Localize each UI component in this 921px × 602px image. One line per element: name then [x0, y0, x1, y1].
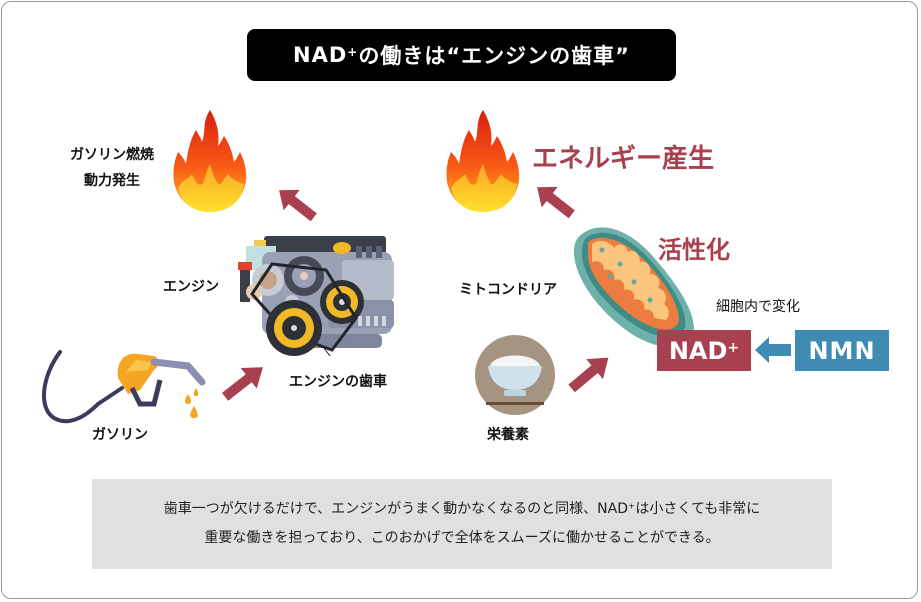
nmn-box: NMN — [795, 330, 889, 371]
fuel-nozzle-icon — [42, 350, 206, 424]
flame-icon — [173, 110, 247, 212]
note-line-1: 歯車一つが欠けるだけで、エンジンがうまく動かなくなるのと同様、NAD⁺は小さくて… — [163, 501, 761, 517]
note-line-2: 重要な働きを担っており、このおかげで全体をスムーズに働かせることができる。 — [204, 530, 720, 546]
energy-production-label: エネルギー産生 — [532, 144, 715, 174]
flame-icon — [446, 110, 520, 212]
title-suffix: の働きは“エンジンの歯車” — [358, 44, 630, 68]
arrow-engine-to-flame-icon — [279, 189, 317, 222]
nad-box: NAD+ — [657, 330, 751, 371]
gasoline-label: ガソリン — [92, 427, 148, 443]
nad-text: NAD — [668, 336, 728, 365]
engine-label: エンジン — [163, 279, 219, 295]
intracellular-conversion-label: 細胞内で変化 — [716, 299, 800, 315]
mitochondria-label: ミトコンドリア — [459, 282, 557, 298]
nmn-text: NMN — [808, 336, 876, 365]
arrow-nmn-to-nad-icon — [755, 337, 791, 363]
arrow-nutrient-to-mitochondria-icon — [568, 357, 609, 393]
nutrient-label: 栄養素 — [487, 427, 529, 443]
engine-icon — [238, 236, 394, 356]
rice-bowl-icon — [475, 335, 555, 415]
combustion-label-line1: ガソリン燃焼 — [70, 147, 154, 163]
nad-superscript: + — [727, 339, 740, 356]
title-superscript: + — [347, 45, 359, 59]
combustion-label-line2: 動力発生 — [84, 173, 140, 189]
title-prefix: NAD — [293, 43, 348, 67]
engine-gear-label: エンジンの歯車 — [289, 374, 387, 390]
page-title: NAD+の働きは“エンジンの歯車” — [247, 29, 676, 81]
arrow-gasoline-to-engine-icon — [222, 367, 263, 401]
mitochondria-icon — [574, 227, 694, 348]
activation-label: 活性化 — [658, 236, 730, 264]
arrow-mitochondria-to-flame-icon — [537, 186, 575, 219]
explanation-note: 歯車一つが欠けるだけで、エンジンがうまく動かなくなるのと同様、NAD⁺は小さくて… — [92, 479, 832, 569]
